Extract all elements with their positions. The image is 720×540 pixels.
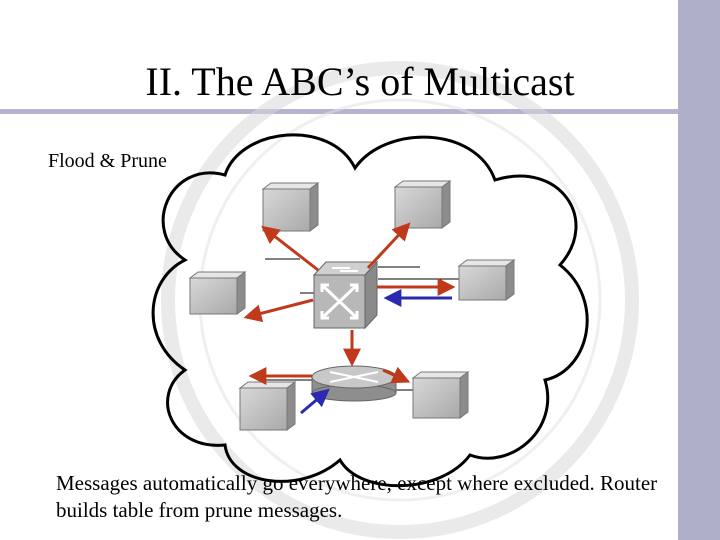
flood-arrow-bottom-right <box>382 366 411 384</box>
network-cloud <box>151 133 589 488</box>
prune-arrow-bottom-left <box>300 388 330 415</box>
flood-arrow-top-left <box>261 225 319 272</box>
host-top-left <box>261 182 320 232</box>
host-left <box>188 271 247 315</box>
host-top-right <box>393 180 452 229</box>
flood-arrow-left <box>243 298 314 323</box>
flood-prune-diagram <box>151 61 639 539</box>
host-bottom-right <box>411 371 470 419</box>
slide-title: II. The ABC’s of Multicast <box>145 59 575 104</box>
flood-arrows <box>243 222 456 385</box>
slide-caption: Messages automatically go everywhere, ex… <box>56 471 658 522</box>
prune-arrows <box>300 289 452 415</box>
host-right <box>457 259 516 301</box>
router-icon <box>311 365 397 402</box>
title-underline <box>0 109 678 114</box>
flood-arrow-top-right <box>366 222 411 270</box>
host-bottom-left <box>238 381 297 431</box>
right-sidebar-bar <box>678 0 720 540</box>
switch-icon <box>312 260 379 330</box>
slide-subtitle: Flood & Prune <box>48 150 167 172</box>
